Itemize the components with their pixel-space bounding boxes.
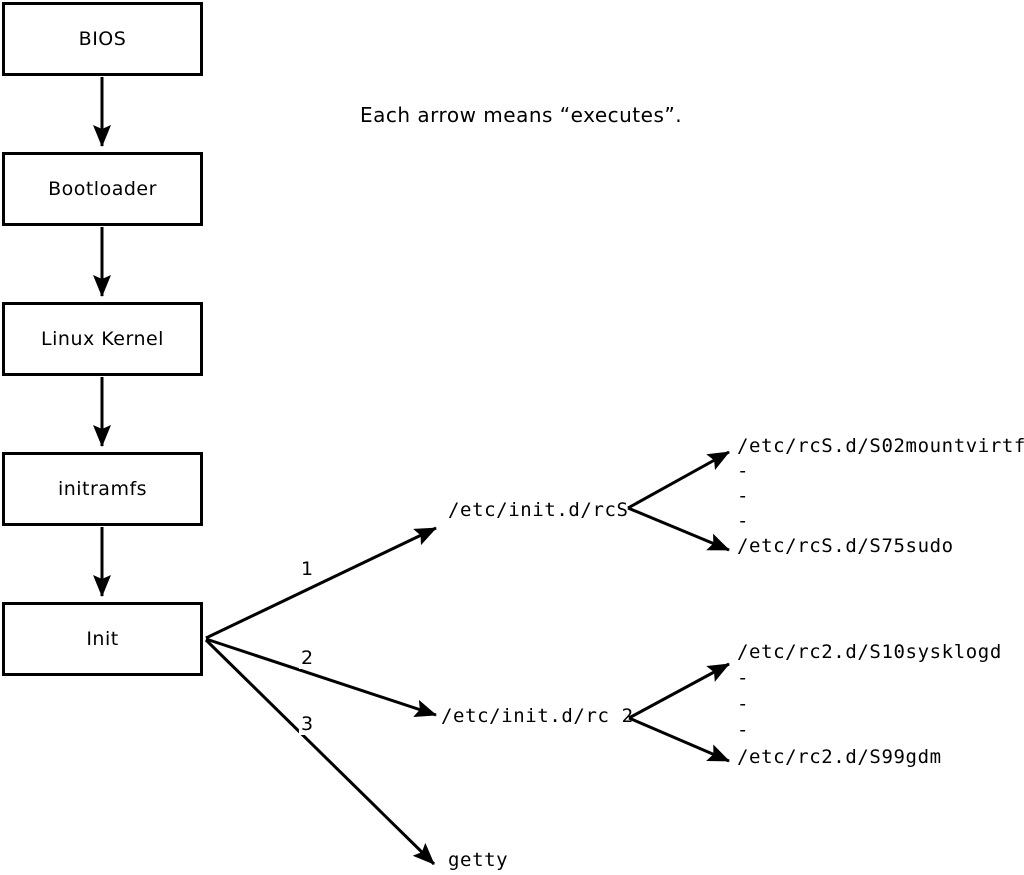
rc2-script-ellipsis-dash: - xyxy=(737,693,750,715)
edge-label-3: 3 xyxy=(298,713,316,735)
arrow-init-to-rcS xyxy=(205,526,437,640)
node-bios: BIOS xyxy=(2,2,203,76)
node-bootloader-label: Bootloader xyxy=(48,178,157,200)
node-bios-label: BIOS xyxy=(78,28,127,50)
node-bootloader: Bootloader xyxy=(2,152,203,226)
rcS-script-s02mountvirtfs: /etc/rcS.d/S02mountvirtfs xyxy=(737,435,1024,457)
edge-label-2: 2 xyxy=(298,647,316,669)
rc2-script-ellipsis-dash: - xyxy=(737,667,750,689)
rcS-script-ellipsis-dash: - xyxy=(737,510,750,532)
arrow-rcS-to-s75sudo xyxy=(627,506,730,552)
arrow-init-to-rc2 xyxy=(205,637,437,717)
edge-label-1: 1 xyxy=(298,558,316,580)
node-linux-kernel-label: Linux Kernel xyxy=(41,328,164,350)
rcS-script-ellipsis-dash: - xyxy=(737,485,750,507)
arrow-rc2-to-s99gdm xyxy=(628,716,730,763)
rc2-script-s99gdm: /etc/rc2.d/S99gdm xyxy=(737,746,942,768)
rc2-script-ellipsis-dash: - xyxy=(737,719,750,741)
arrow-init-to-getty xyxy=(204,638,436,866)
rc2-script-s10sysklogd: /etc/rc2.d/S10sysklogd xyxy=(737,641,1002,663)
node-initramfs-label: initramfs xyxy=(57,478,148,500)
node-initramfs: initramfs xyxy=(2,452,203,526)
node-linux-kernel: Linux Kernel xyxy=(2,302,203,376)
rcS-script-s75sudo: /etc/rcS.d/S75sudo xyxy=(737,535,954,557)
arrow-rcS-to-s02mountvirtfs xyxy=(627,450,730,510)
target-rc2-command: /etc/init.d/rc 2 xyxy=(441,705,634,727)
legend-note: Each arrow means “executes”. xyxy=(360,103,683,127)
arrow-rc2-to-s10sysklogd xyxy=(628,662,730,720)
node-init: Init xyxy=(2,602,203,676)
rcS-script-ellipsis-dash: - xyxy=(737,460,750,482)
target-rcS-command: /etc/init.d/rcS xyxy=(448,499,629,521)
node-init-label: Init xyxy=(86,628,119,650)
target-getty: getty xyxy=(448,849,509,871)
